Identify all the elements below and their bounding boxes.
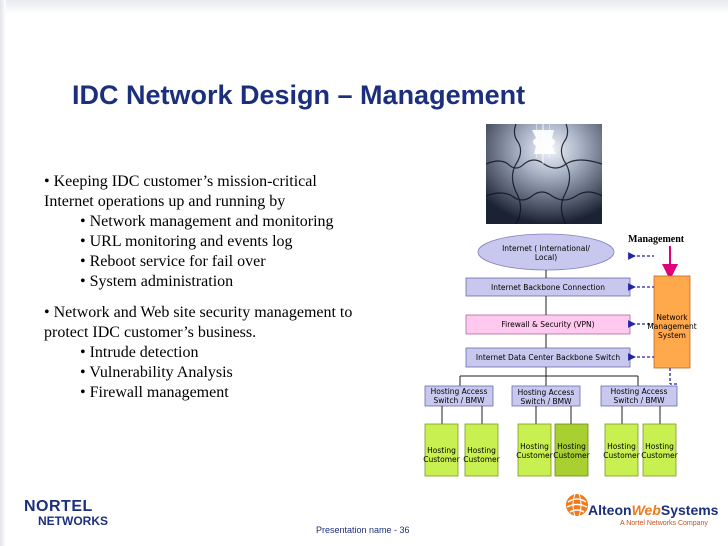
- hosting-customer-line1: Hosting: [645, 442, 674, 451]
- idc-switch-label: Internet Data Center Backbone Switch: [475, 353, 621, 362]
- hosting-customer-line1: Hosting: [467, 446, 496, 455]
- access-switch-label: Hosting Access Switch / BMW: [601, 387, 677, 405]
- backbone-connection-label: Internet Backbone Connection: [491, 283, 605, 292]
- puzzle-image: [486, 124, 602, 224]
- hosting-customer-line2: Customer: [516, 451, 553, 460]
- nms-label-line3: System: [658, 331, 686, 340]
- hosting-customer-line1: Hosting: [557, 442, 586, 451]
- bullet-sub-item: • Firewall management: [80, 384, 229, 401]
- access-switch-label-line1: Hosting Access: [517, 388, 575, 397]
- nms-label-line2: Management: [647, 322, 697, 331]
- internet-label-line2: Local): [534, 253, 558, 262]
- access-switch-label: Hosting Access Switch / BMW: [425, 387, 493, 405]
- access-switch-box: [511, 385, 581, 407]
- top-band: [0, 0, 728, 14]
- access-switch-label: Hosting Access Switch / BMW: [512, 388, 580, 406]
- alteon-logo-a: Alteon: [588, 502, 632, 518]
- bullet-sub-item: • URL monitoring and events log: [80, 233, 293, 250]
- bullet-intro-cont: protect IDC customer’s business.: [44, 324, 257, 341]
- monitor-links: [628, 252, 671, 384]
- slide-title: IDC Network Design – Management: [72, 80, 526, 110]
- hosting-customer-label: Hosting Customer: [553, 442, 590, 460]
- bullet-sub-item: • Intrude detection: [80, 344, 199, 361]
- hosting-customer-line1: Hosting: [520, 442, 549, 451]
- hosting-customer-label: Hosting Customer: [463, 446, 500, 464]
- alteon-logo: AlteonWebSystems A Nortel Networks Compa…: [562, 478, 722, 538]
- hosting-customer-line1: Hosting: [427, 446, 456, 455]
- hosting-customer-label: Hosting Customer: [641, 442, 678, 460]
- hosting-customer-label: Hosting Customer: [423, 446, 460, 464]
- hosting-customer-box: [642, 423, 677, 477]
- alteon-logo-sub: A Nortel Networks Company: [620, 520, 708, 527]
- hosting-customer-box: [554, 423, 589, 477]
- hosting-customer-line2: Customer: [463, 455, 500, 464]
- hosting-customer-label: Hosting Customer: [603, 442, 640, 460]
- bullet-sub-item: • Reboot service for fail over: [80, 253, 266, 270]
- nortel-logo-line2: NETWORKS: [38, 514, 108, 528]
- hosting-customer-box: [604, 423, 639, 477]
- nms-label-line1: Network: [656, 313, 688, 322]
- customer-links: [441, 406, 661, 424]
- management-label: Management: [628, 234, 685, 245]
- bullet-intro-cont: Internet operations up and running by: [44, 193, 286, 210]
- access-switch-label-line2: Switch / BMW: [433, 396, 485, 405]
- hosting-customer-line2: Customer: [553, 451, 590, 460]
- distribution-links: [459, 367, 639, 386]
- network-management-system-box: [653, 275, 691, 369]
- access-switch-label-line1: Hosting Access: [610, 387, 668, 396]
- hosting-customer-line1: Hosting: [607, 442, 636, 451]
- bullet-list: • Keeping IDC customer’s mission-critica…: [44, 172, 414, 403]
- internet-label-line1: Internet ( International/: [502, 244, 590, 253]
- nortel-logo: NORTEL NETWORKS: [24, 498, 128, 532]
- alteon-logo-b: Web: [631, 502, 661, 518]
- access-switch-label-line1: Hosting Access: [430, 387, 488, 396]
- hosting-customer-label: Hosting Customer: [516, 442, 553, 460]
- alteon-logo-c: Systems: [660, 502, 719, 518]
- left-edge: [0, 0, 6, 546]
- nms-label: Network Management System: [645, 313, 699, 340]
- hosting-customer-box: [464, 423, 499, 477]
- hosting-customer-line2: Customer: [423, 455, 460, 464]
- footer-text: Presentation name - 36: [316, 525, 410, 535]
- hosting-customer-box: [424, 423, 459, 477]
- bullet-intro: • Network and Web site security manageme…: [44, 304, 353, 321]
- access-switch-label-line2: Switch / BMW: [613, 396, 665, 405]
- hosting-customer-box: [517, 423, 552, 477]
- bullet-sub-item: • System administration: [80, 273, 234, 290]
- alteon-globe-icon: [566, 493, 588, 517]
- access-switch-label-line2: Switch / BMW: [520, 397, 572, 406]
- hosting-customer-line2: Customer: [603, 451, 640, 460]
- puzzle-piece-icon: [532, 130, 556, 154]
- nortel-logo-line1: NORTEL: [24, 498, 93, 515]
- firewall-label: Firewall & Security (VPN): [501, 320, 595, 329]
- bullet-sub-item: • Network management and monitoring: [80, 213, 334, 230]
- access-switch-box: [424, 385, 494, 407]
- bullet-intro: • Keeping IDC customer’s mission-critica…: [44, 173, 317, 190]
- internet-label: Internet ( International/ Local): [492, 244, 600, 262]
- access-switch-box: [600, 385, 678, 407]
- alteon-logo-name: AlteonWebSystems: [588, 502, 718, 518]
- hosting-customer-line2: Customer: [641, 451, 678, 460]
- bullet-sub-item: • Vulnerability Analysis: [80, 364, 233, 381]
